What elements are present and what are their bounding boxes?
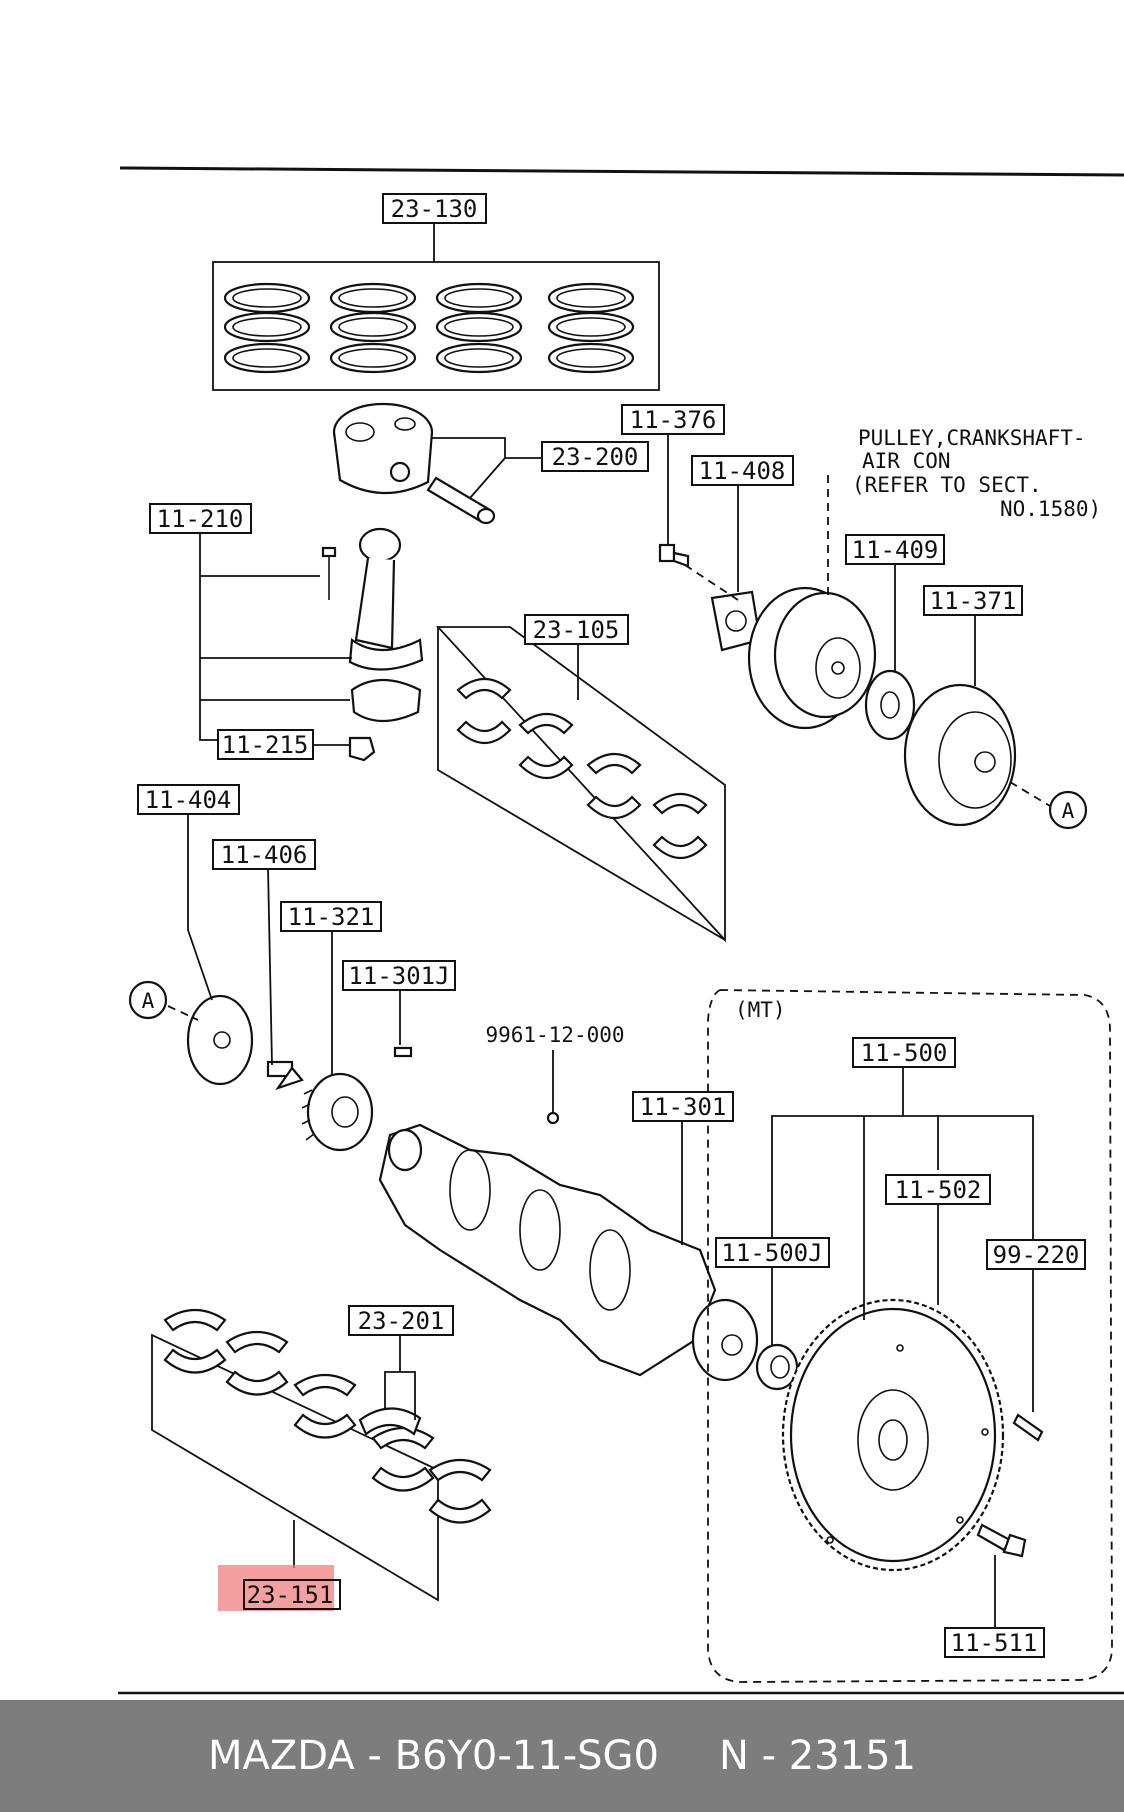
svg-text:23-151: 23-151 <box>247 1581 334 1609</box>
callout-11-502: 11-502 <box>885 1174 991 1205</box>
svg-text:11-301: 11-301 <box>640 1093 727 1121</box>
callout-11-408: 11-408 <box>691 455 794 486</box>
callout-23-130: 23-130 <box>382 193 487 224</box>
crankshaft-pulley <box>747 586 877 730</box>
callout-9961-12-000: 9961-12-000 <box>485 1023 624 1047</box>
timing-gear <box>301 1072 374 1152</box>
pulley-bolt <box>658 543 690 568</box>
con-rod-bolt <box>321 546 337 600</box>
piston-ring-set <box>212 261 660 391</box>
callout-11-301: 11-301 <box>632 1091 734 1122</box>
leader-ref-a-left <box>167 1005 199 1021</box>
leader-11-406 <box>267 867 273 1066</box>
flywheel <box>781 1298 1005 1572</box>
callout-11-301j: 11-301J <box>342 960 456 991</box>
svg-text:AIR CON: AIR CON <box>862 449 951 473</box>
main-bearing-set <box>151 1309 492 1602</box>
leader-11-500 <box>771 1067 1034 1320</box>
footer-number: N - 23151 <box>718 1733 916 1779</box>
mt-group-boundary <box>707 989 1113 1683</box>
svg-text:23-201: 23-201 <box>358 1307 445 1335</box>
callout-11-210: 11-210 <box>149 503 252 534</box>
svg-text:9961-12-000: 9961-12-000 <box>485 1023 624 1047</box>
callout-11-406: 11-406 <box>212 839 316 870</box>
svg-text:11-404: 11-404 <box>145 786 232 814</box>
svg-text:99-220: 99-220 <box>993 1241 1080 1269</box>
top-frame-line <box>119 166 1124 177</box>
footer-bar: MAZDA - B6Y0-11-SG0 N - 23151 <box>0 1700 1124 1812</box>
svg-text:23-105: 23-105 <box>533 616 620 644</box>
pilot-bearing <box>755 1343 799 1391</box>
mt-label: (MT) <box>735 998 786 1022</box>
pulley-note: PULLEY,CRANKSHAFT- AIR CON (REFER TO SEC… <box>852 426 1101 521</box>
flywheel-dowel-pin <box>1012 1413 1044 1442</box>
callout-highlight <box>218 1565 334 1611</box>
callout-11-321: 11-321 <box>280 901 382 932</box>
footer-brand-part: MAZDA - B6Y0-11-SG0 <box>207 1733 659 1779</box>
svg-text:11-321: 11-321 <box>288 903 375 931</box>
svg-text:11-406: 11-406 <box>221 841 308 869</box>
crankshaft <box>378 1111 759 1382</box>
callout-11-371: 11-371 <box>923 585 1023 616</box>
svg-text:11-500: 11-500 <box>861 1039 948 1067</box>
leader-11-210 <box>199 532 352 741</box>
pulley-washer <box>864 669 916 741</box>
svg-text:PULLEY,CRANKSHAFT-: PULLEY,CRANKSHAFT- <box>858 426 1086 450</box>
pulley-lock-bolt <box>266 1060 304 1091</box>
callout-23-201: 23-201 <box>348 1305 454 1336</box>
callout-99-220: 99-220 <box>986 1239 1086 1270</box>
svg-text:11-500J: 11-500J <box>721 1239 822 1267</box>
svg-text:11-502: 11-502 <box>895 1176 982 1204</box>
con-rod-nut <box>348 736 376 762</box>
key <box>393 1046 413 1058</box>
ref-a-top: A <box>1048 790 1088 830</box>
callout-11-500j: 11-500J <box>715 1237 830 1268</box>
callout-11-500: 11-500 <box>852 1037 956 1068</box>
callout-23-200: 23-200 <box>541 441 649 472</box>
pulley-boss <box>186 994 254 1086</box>
svg-text:11-376: 11-376 <box>630 406 717 434</box>
leader-11-404 <box>187 813 213 1001</box>
svg-text:A: A <box>142 989 155 1013</box>
svg-text:(REFER TO SECT.: (REFER TO SECT. <box>852 473 1042 497</box>
svg-text:23-130: 23-130 <box>391 195 478 223</box>
connecting-rod <box>348 527 424 722</box>
svg-text:23-200: 23-200 <box>552 443 639 471</box>
callout-23-151: 23-151 <box>218 1565 341 1611</box>
callout-11-404: 11-404 <box>137 784 240 815</box>
leader-23-201 <box>384 1335 416 1420</box>
leader-ref-a-top <box>1009 781 1051 807</box>
svg-text:11-371: 11-371 <box>930 587 1017 615</box>
svg-text:11-301J: 11-301J <box>348 962 449 990</box>
svg-text:NO.1580): NO.1580) <box>1000 497 1101 521</box>
callout-11-409: 11-409 <box>845 534 945 565</box>
svg-text:11-215: 11-215 <box>222 731 309 759</box>
callout-23-105: 23-105 <box>524 614 629 645</box>
flywheel-bolt <box>976 1523 1027 1558</box>
con-rod-bearing-set <box>435 626 726 943</box>
callout-11-511: 11-511 <box>944 1627 1045 1658</box>
piston-pin <box>426 476 496 525</box>
ref-a-left: A <box>128 980 168 1020</box>
leader-11-376-dash <box>684 564 739 601</box>
svg-text:A: A <box>1062 799 1075 823</box>
callout-11-215: 11-215 <box>217 729 314 760</box>
callout-11-376: 11-376 <box>621 404 725 435</box>
svg-text:11-408: 11-408 <box>699 457 786 485</box>
leader-23-200 <box>432 437 542 499</box>
piston <box>332 402 434 495</box>
pulley-11-371 <box>903 683 1017 827</box>
parts-diagram: 23-130 23-200 11-376 11-408 11-210 11-40… <box>118 166 1124 1695</box>
svg-text:11-210: 11-210 <box>157 505 244 533</box>
thrust-bearing <box>358 1407 422 1436</box>
svg-text:11-511: 11-511 <box>951 1629 1038 1657</box>
svg-text:11-409: 11-409 <box>852 536 939 564</box>
